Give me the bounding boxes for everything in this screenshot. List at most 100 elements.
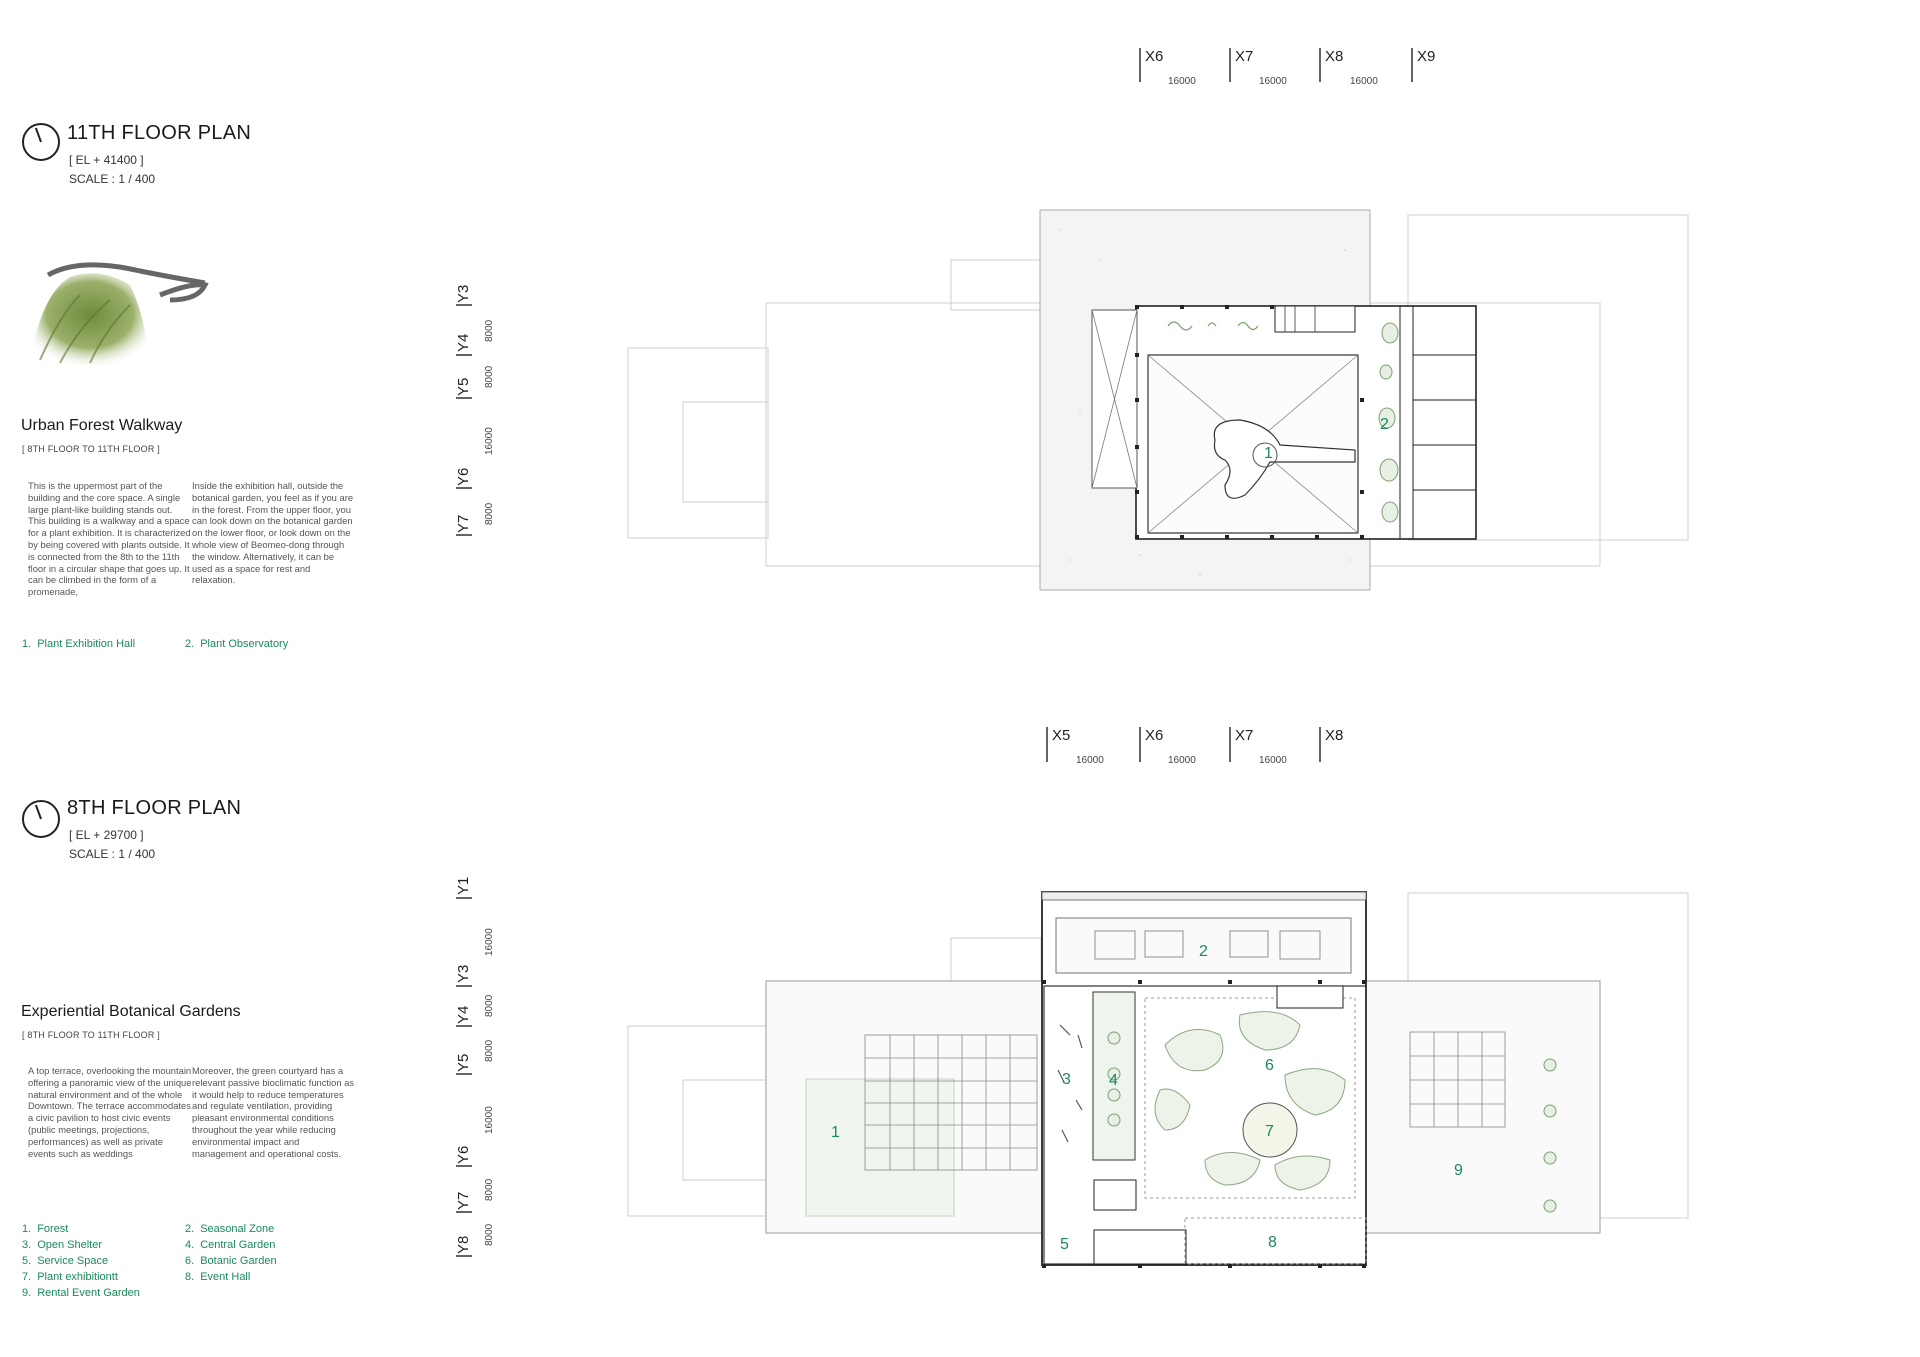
dimension-label: 8000 [484,1039,495,1062]
garden-beds [1154,1011,1346,1191]
pergola-grid-right [1409,1031,1506,1128]
legend-item: 1.Plant Exhibition Hall [22,638,136,650]
grid-axis-x [1046,727,1321,762]
north-arrow-icon [22,800,60,838]
grid-label-y: Y4 [455,334,472,352]
floor-plan-8th: X5 X6 X7 X8 16000 16000 16000 Y1 Y3 Y4 Y… [455,727,1689,1268]
description-left: This is the uppermost part of the buildi… [28,480,191,598]
dimension-label: 16000 [1259,76,1287,87]
legend-item: 2.Plant Observatory [185,638,289,650]
grid-label-y: Y6 [455,1146,472,1164]
structural-columns [1042,980,1366,1268]
room-number: 9 [1454,1162,1463,1179]
plant-exhibition-dome [1242,1102,1298,1158]
dimension-label: 8000 [484,994,495,1017]
grid-label-y: Y8 [455,1236,472,1254]
section-subtitle: Urban Forest Walkway [21,417,183,434]
grid-label-y: Y4 [455,1006,472,1024]
grid-axis-y [456,304,472,536]
plant-planters [1543,1058,1557,1213]
info-panel-8th: 8TH FLOOR PLAN [ EL + 29700 ] SCALE : 1 … [0,690,440,1357]
grid-label-y: Y7 [455,515,472,533]
plant-symbols [1167,321,1259,331]
grid-label-x: X8 [1325,727,1343,744]
room-number: 7 [1265,1123,1274,1140]
grid-label-y: Y1 [455,877,472,895]
grid-label-y: Y3 [455,965,472,983]
dimension-label: 16000 [1076,755,1104,766]
grid-label-y: Y5 [455,1054,472,1072]
legend-item: 2.Seasonal Zone [185,1223,275,1235]
info-panel-11th: 11TH FLOOR PLAN [ EL + 41400 ] SCALE : 1… [0,0,440,660]
room-number: 5 [1060,1236,1069,1253]
observatory-bays [1399,306,1476,539]
dimension-label: 16000 [1168,755,1196,766]
grid-label-y: Y3 [455,285,472,303]
grid-label-y: Y5 [455,378,472,396]
stair-core [1093,1179,1137,1211]
sheet-8th-floor: 8TH FLOOR PLAN [ EL + 29700 ] SCALE : 1 … [0,690,1920,1357]
dimension-label: 16000 [1168,76,1196,87]
description-right: Inside the exhibition hall, outside the … [192,480,354,586]
service-core [1093,1229,1187,1265]
grid-axis-x [1139,48,1413,82]
plan-elevation: [ EL + 29700 ] [69,828,144,842]
dimension-label: 8000 [484,1223,495,1246]
grid-label-x: X6 [1145,48,1163,65]
dimension-label: 8000 [484,502,495,525]
room-number: 2 [1380,416,1389,433]
description-left: A top terrace, overlooking the mountain … [28,1065,192,1159]
grid-label-y: Y6 [455,468,472,486]
plan-title: 8TH FLOOR PLAN [67,797,242,819]
grid-x-labels: X6 X7 X8 X9 16000 16000 16000 [1145,48,1435,87]
spiral-walkway [1213,419,1356,499]
grid-label-x: X8 [1325,48,1343,65]
plan-elevation: [ EL + 41400 ] [69,153,144,167]
legend-item: 8.Event Hall [185,1271,251,1283]
shelter-seating [1057,1024,1083,1143]
walkway-render-image [30,262,209,365]
plan-scale: SCALE : 1 / 400 [69,172,156,186]
grid-y-labels: Y3 Y4 Y5 Y6 Y7 8000 8000 16000 8000 [455,285,495,533]
dimension-label: 16000 [484,427,495,455]
room-number: 4 [1109,1072,1118,1089]
grid-label-x: X7 [1235,727,1253,744]
description-right: Moreover, the green courtyard has a rele… [192,1065,355,1159]
dimension-label: 8000 [484,319,495,342]
grid-axis-y [456,897,472,1257]
dimension-label: 16000 [1259,755,1287,766]
room-number: 1 [1264,445,1273,462]
event-hall [1184,1217,1367,1265]
legend-item: 4.Central Garden [185,1239,276,1251]
room-number: 3 [1062,1071,1071,1088]
room-number: 1 [831,1124,840,1141]
facade-strip [1041,891,1367,901]
grid-label-x: X7 [1235,48,1253,65]
floor-plan-11th: X6 X7 X8 X9 16000 16000 16000 Y3 Y4 Y5 Y… [455,48,1689,591]
dimension-label: 8000 [484,1178,495,1201]
structural-columns [1135,305,1364,539]
grid-x-labels: X5 X6 X7 X8 16000 16000 16000 [1052,727,1343,766]
dimension-label: 16000 [484,928,495,956]
plant-planters [1378,322,1399,523]
grid-label-x: X6 [1145,727,1163,744]
grid-label-x: X5 [1052,727,1070,744]
room-number: 8 [1268,1234,1277,1251]
legend-item: 1.Forest [22,1223,69,1235]
dimension-label: 16000 [1350,76,1378,87]
section-floor-range: [ 8TH FLOOR TO 11TH FLOOR ] [22,1030,160,1040]
section-floor-range: [ 8TH FLOOR TO 11TH FLOOR ] [22,444,160,454]
grid-label-y: Y7 [455,1192,472,1210]
room-number: 6 [1265,1057,1274,1074]
plan-title: 11TH FLOOR PLAN [67,122,252,144]
legend-item: 6.Botanic Garden [185,1255,277,1267]
stair-core [1276,985,1344,1009]
grid-y-labels: Y1 Y3 Y4 Y5 Y6 Y7 Y8 16000 8000 8000 160… [455,877,495,1254]
pergola-grid-left [864,1034,1038,1171]
section-subtitle: Experiential Botanical Gardens [21,1003,241,1020]
seasonal-zone [1055,917,1352,974]
sheet-11th-floor: 11TH FLOOR PLAN [ EL + 41400 ] SCALE : 1… [0,0,1920,660]
legend-item: 9.Rental Event Garden [22,1287,140,1299]
legend-item: 3.Open Shelter [22,1239,103,1251]
legend-item: 5.Service Space [22,1255,109,1267]
